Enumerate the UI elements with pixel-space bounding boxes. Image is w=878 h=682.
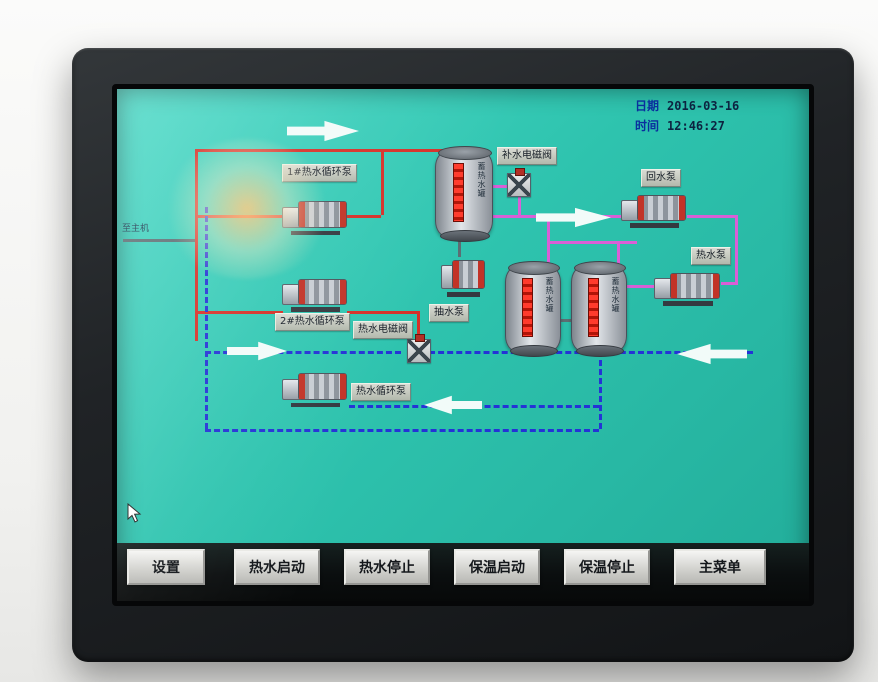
label-suction-pump: 抽水泵 xyxy=(429,304,469,322)
flow-arrow-left-right-side xyxy=(677,342,747,366)
pump-base xyxy=(291,402,341,408)
flow-arrow-right-return xyxy=(227,341,287,361)
settings-button[interactable]: 设置 xyxy=(127,549,205,585)
tank-foot xyxy=(440,230,490,242)
pipe-supply-valve-drop xyxy=(518,197,521,215)
pump-2-circulation-icon xyxy=(282,277,348,313)
tank-label: 蓄热水罐 xyxy=(477,162,486,199)
label-return-pump: 回水泵 xyxy=(641,169,681,187)
pipe-supply-tank3-in xyxy=(617,241,620,266)
tank-label: 蓄热水罐 xyxy=(611,277,620,314)
pipe-hot-pump2-out xyxy=(347,311,417,314)
return-pump-icon xyxy=(621,193,687,229)
pump-motor xyxy=(636,195,687,221)
main-menu-button[interactable]: 主菜单 xyxy=(674,549,766,585)
pipe-return-left-riser xyxy=(205,207,208,429)
pipe-supply-tank2-riser xyxy=(547,215,550,241)
pipe-hot-pump1-out xyxy=(347,215,381,218)
insulation-stop-button[interactable]: 保温停止 xyxy=(564,549,650,585)
pump-motor xyxy=(297,279,348,305)
button-bar: 设置 热水启动 热水停止 保温启动 保温停止 主菜单 xyxy=(117,543,809,601)
pump-motor xyxy=(451,259,486,290)
pipe-tank2-tank3-link xyxy=(559,319,571,322)
tank-level-indicator xyxy=(522,277,534,338)
pipe-to-main-stub xyxy=(123,239,195,242)
pipe-hot-pump2-in xyxy=(195,311,283,314)
suction-pump-icon xyxy=(441,257,486,299)
tank-cap xyxy=(438,146,492,160)
tank-2: 蓄热水罐 xyxy=(505,261,561,357)
tank-cap xyxy=(508,261,560,275)
date-label: 日期 xyxy=(635,99,660,113)
label-makeup-valve: 补水电磁阀 xyxy=(497,147,557,165)
mouse-cursor-icon xyxy=(127,503,142,523)
pump-1-circulation-icon xyxy=(282,199,348,237)
date-row: 日期 2016-03-16 xyxy=(635,97,739,114)
tank-1: 蓄热水罐 xyxy=(435,146,493,242)
pump-motor xyxy=(297,201,348,229)
pump-base xyxy=(663,300,713,306)
label-hot-valve: 热水电磁阀 xyxy=(353,321,413,339)
time-row: 时间 12:46:27 xyxy=(635,117,739,134)
hot-water-solenoid-valve-icon xyxy=(407,334,431,363)
flow-arrow-right-top xyxy=(287,120,359,142)
tank-label: 蓄热水罐 xyxy=(545,277,554,314)
insulation-start-button[interactable]: 保温启动 xyxy=(454,549,540,585)
label-pump1-circulation: 1#热水循环泵 xyxy=(282,164,357,182)
hot-water-pump-icon xyxy=(654,271,721,307)
pipe-tank1-suction xyxy=(458,233,461,257)
hmi-screen: 日期 2016-03-16 时间 12:46:27 xyxy=(112,84,814,606)
tank-cap xyxy=(574,261,626,275)
pipe-return-mid-left xyxy=(205,351,401,354)
pump-base xyxy=(447,291,480,298)
pipe-hot-pump1-riser xyxy=(381,149,384,215)
hot-water-stop-button[interactable]: 热水停止 xyxy=(344,549,430,585)
label-hot-pump: 热水泵 xyxy=(691,247,731,265)
pipe-supply-hotpump-out xyxy=(625,285,654,288)
time-label: 时间 xyxy=(635,119,660,133)
pipe-supply-right-drop xyxy=(735,215,738,285)
tank-level-indicator xyxy=(588,277,600,338)
date-value: 2016-03-16 xyxy=(667,98,740,113)
tank-foot xyxy=(510,345,558,357)
datetime-panel: 日期 2016-03-16 时间 12:46:27 xyxy=(635,97,739,137)
pipe-supply-hotpump-in xyxy=(721,282,735,285)
pump-base xyxy=(630,222,680,228)
pipe-return-bottom xyxy=(205,429,599,432)
pump-base xyxy=(291,306,341,312)
makeup-solenoid-valve-icon xyxy=(507,168,531,197)
pump-base xyxy=(291,230,341,236)
pipe-supply-tank2-in xyxy=(547,241,550,266)
flow-arrow-left-bottom xyxy=(424,394,482,416)
label-pump2-circulation: 2#热水循环泵 xyxy=(275,313,350,331)
monitor-bezel: 日期 2016-03-16 时间 12:46:27 xyxy=(72,48,854,662)
time-value: 12:46:27 xyxy=(667,118,725,133)
tank-3: 蓄热水罐 xyxy=(571,261,627,357)
label-to-main-unit: 至主机 xyxy=(122,224,150,234)
pipe-hot-pump2-drop xyxy=(417,311,420,351)
hot-water-start-button[interactable]: 热水启动 xyxy=(234,549,320,585)
pipe-hot-pump1-in xyxy=(195,215,283,218)
pump-motor xyxy=(670,273,721,299)
pipe-hot-top xyxy=(195,149,449,152)
pipe-supply-returnpump-out xyxy=(687,215,735,218)
tank-level-indicator xyxy=(452,162,464,223)
pipe-supply-tank1-valve xyxy=(491,185,507,188)
tank-foot xyxy=(576,345,624,357)
pipe-return-right-riser xyxy=(599,351,602,429)
pump-circulation-icon xyxy=(282,371,348,409)
pump-motor xyxy=(297,373,348,401)
label-circulation-pump: 热水循环泵 xyxy=(351,383,411,401)
pipe-supply-tank-header xyxy=(547,241,637,244)
